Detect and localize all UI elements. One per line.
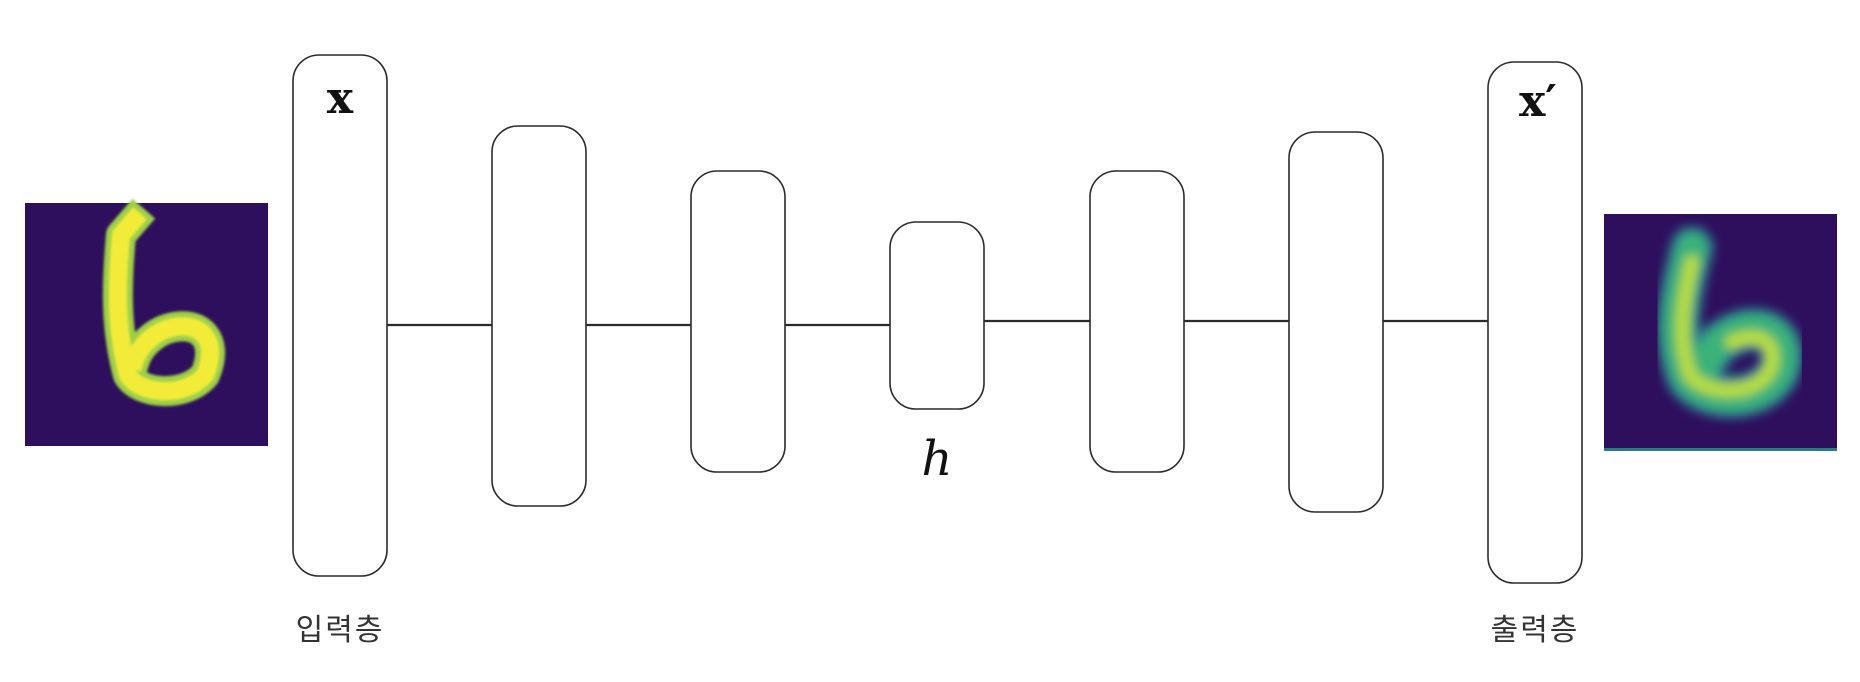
input-layer-label: 입력층: [296, 613, 385, 648]
encoder-hidden-layer-1: [491, 125, 587, 507]
decoder-hidden-layer-2: [1288, 131, 1384, 513]
connectors: [387, 319, 1488, 327]
layers: [292, 54, 1583, 584]
input-symbol: x: [327, 73, 354, 124]
output-image-bottom-edge: [1604, 448, 1837, 451]
bottleneck-symbol: h: [922, 431, 953, 487]
output-digit-core: [1675, 255, 1780, 398]
output-layer-label: 출력층: [1491, 613, 1580, 648]
bottleneck-layer-box: [889, 221, 985, 410]
output-layer-box: [1487, 61, 1583, 584]
output-image: [1604, 214, 1837, 451]
input-digit-stroke: [108, 207, 219, 401]
decoder-hidden-layer-1: [1089, 170, 1185, 473]
output-symbol: x′: [1519, 76, 1557, 127]
encoder-hidden-layer-2: [690, 170, 786, 473]
input-image: [25, 198, 268, 446]
input-layer-box: [292, 54, 388, 577]
